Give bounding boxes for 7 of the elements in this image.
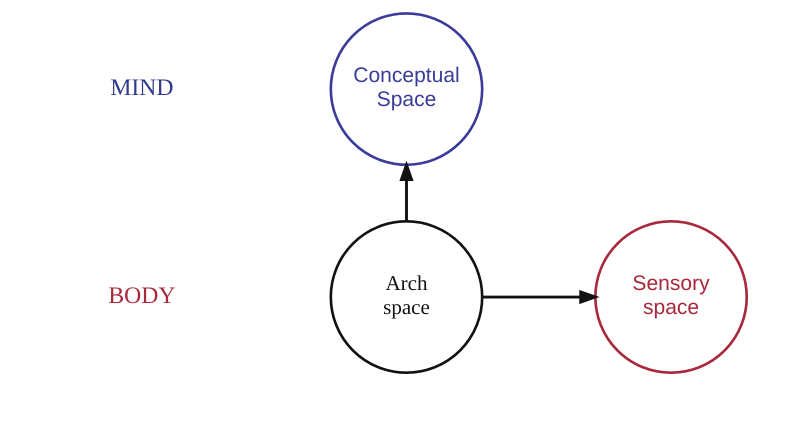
node-circle: Conceptual Space	[329, 12, 483, 166]
label: BODY	[108, 282, 176, 309]
node-circle: Arch space	[329, 220, 483, 374]
label: MIND	[110, 74, 174, 101]
arrow	[398, 160, 414, 221]
node-circle: Sensory space	[594, 220, 748, 374]
arrow	[482, 290, 600, 304]
